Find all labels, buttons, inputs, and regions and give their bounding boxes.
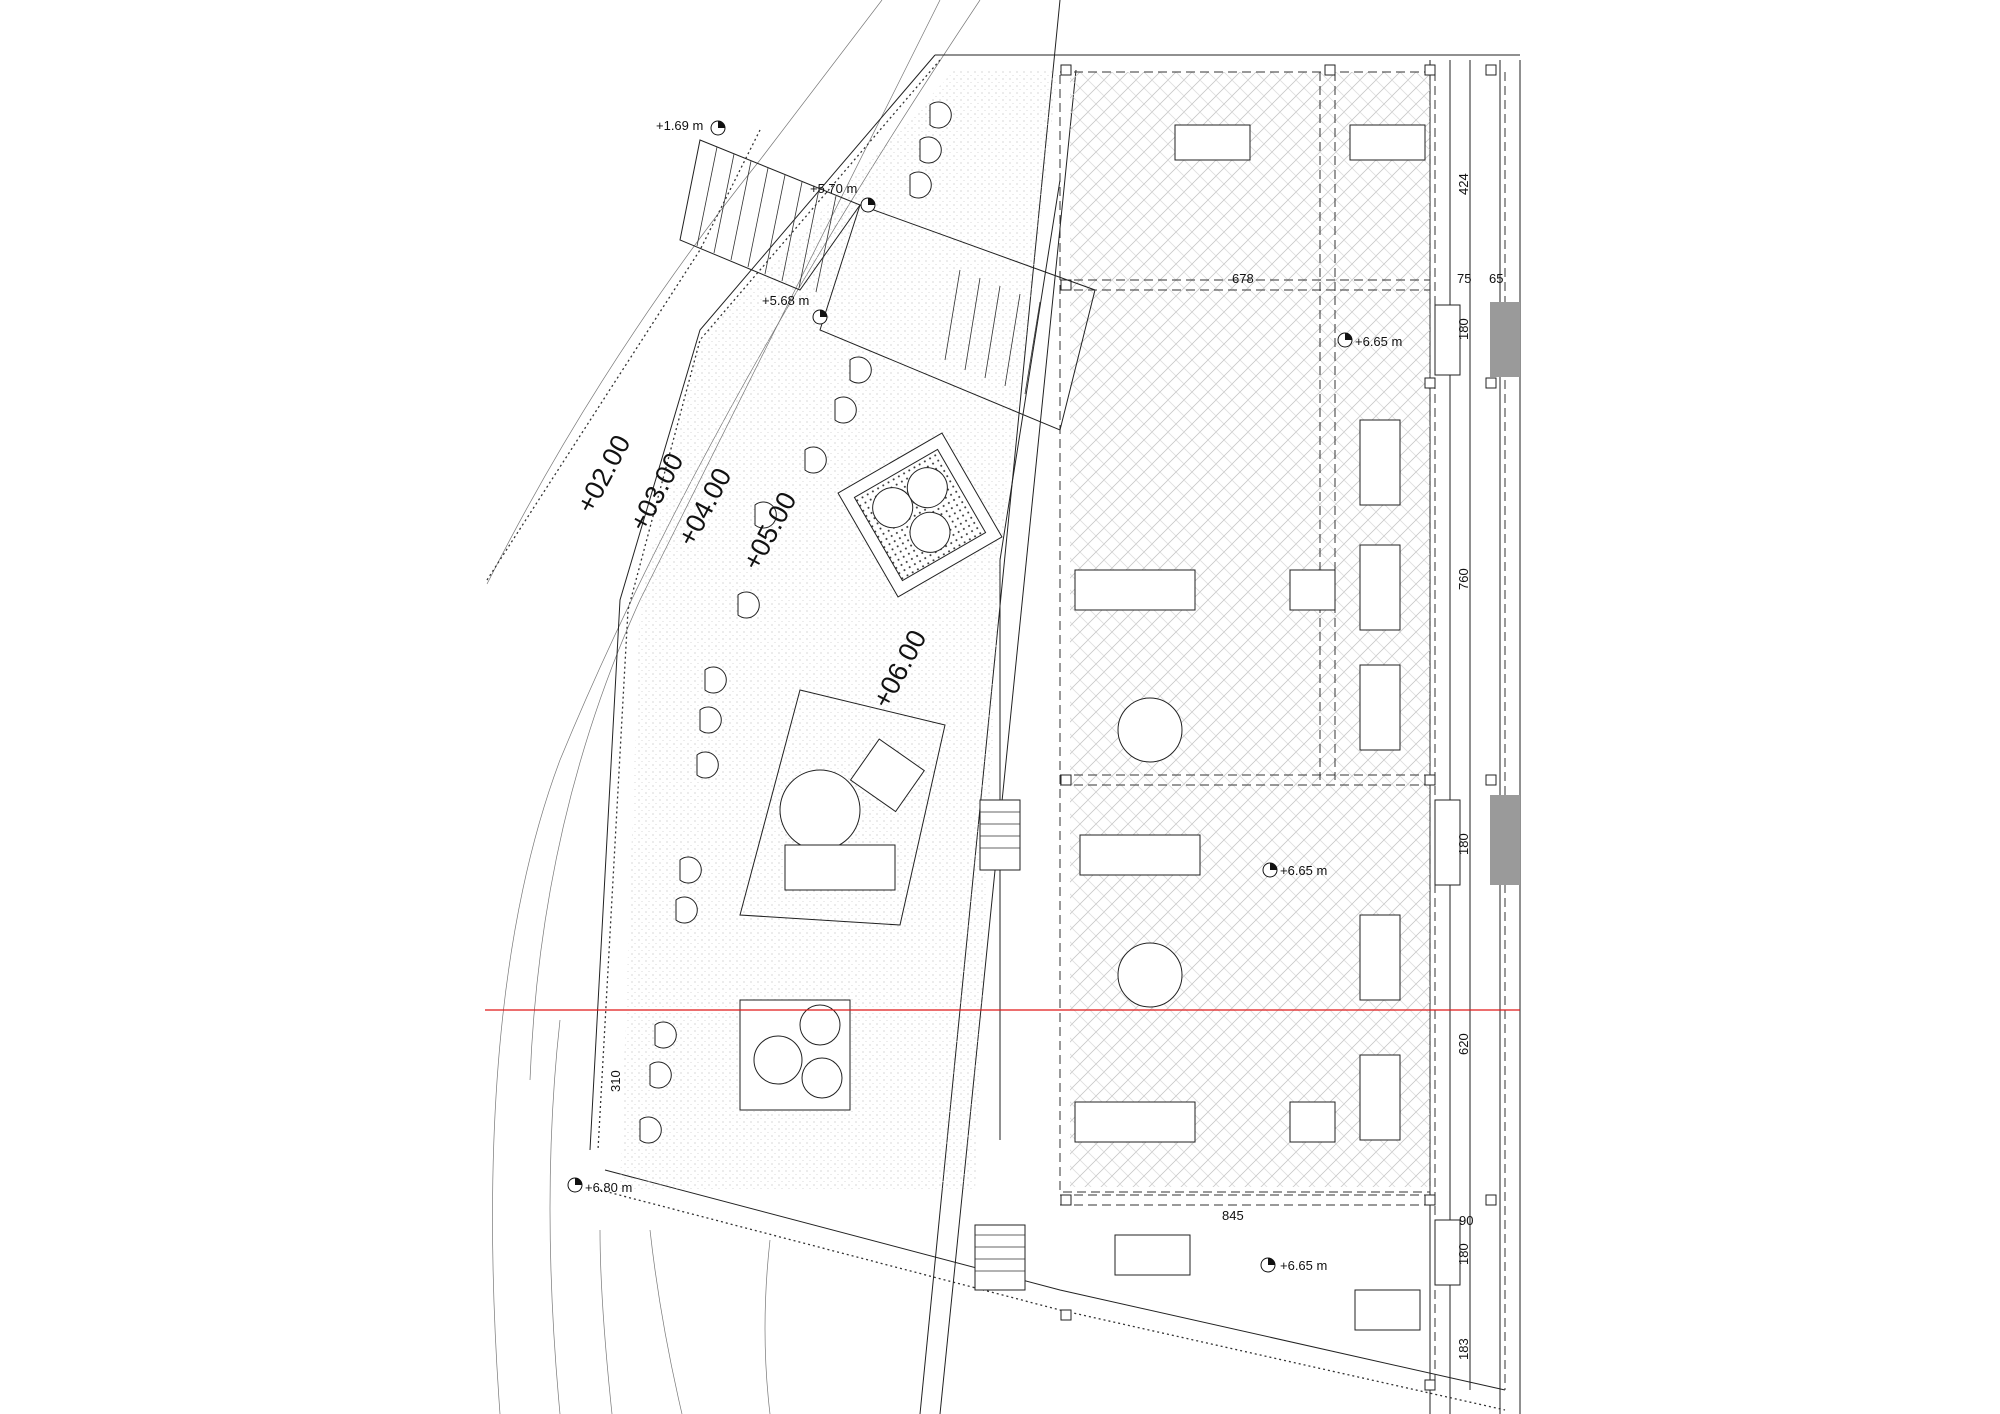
dimension-180-middle: 180 [1456, 833, 1471, 855]
svg-text:+6.80 m: +6.80 m [585, 1180, 632, 1195]
dimension-65: 65 [1489, 271, 1503, 286]
dimension-180-upper: 180 [1456, 318, 1471, 340]
svg-text:+6.65 m: +6.65 m [1280, 863, 1327, 878]
dimension-75: 75 [1457, 271, 1471, 286]
svg-text:+1.69 m: +1.69 m [656, 118, 703, 133]
elevation-markers: +1.69 m +5.70 m +5.68 m +6.65 m +6.65 m … [567, 118, 1402, 1273]
terrace-gravel [620, 70, 1058, 1190]
elevation-marker-3: +5.68 m [762, 293, 828, 325]
structural-columns [1060, 64, 1497, 1391]
dimension-183: 183 [1456, 1338, 1471, 1360]
wall-fill-upper [1490, 302, 1520, 377]
dimension-620: 620 [1456, 1033, 1471, 1055]
main-stair [679, 139, 1096, 431]
elevation-marker-2: +5.70 m [810, 181, 876, 213]
dimension-424: 424 [1456, 173, 1471, 195]
elevation-marker-6: +6.65 m [1260, 1257, 1327, 1273]
elevation-marker-7: +6.80 m [567, 1177, 632, 1195]
elevation-marker-4: +6.65 m [1337, 332, 1402, 349]
planter-upper [837, 432, 1003, 598]
dimension-760: 760 [1456, 568, 1471, 590]
planter-lower [739, 999, 851, 1111]
svg-text:+5.70 m: +5.70 m [810, 181, 857, 196]
svg-text:+6.65 m: +6.65 m [1355, 334, 1402, 349]
dimension-310: 310 [608, 1070, 623, 1092]
dimension-678: 678 [1232, 271, 1254, 286]
elevation-marker-5: +6.65 m [1262, 862, 1327, 878]
dimension-845: 845 [1222, 1208, 1244, 1223]
wall-fill-lower [1490, 795, 1520, 885]
mid-stair [979, 799, 1021, 871]
lounge-rug [739, 689, 946, 926]
lower-stair [974, 1224, 1026, 1291]
deck-furniture [1074, 124, 1461, 1331]
svg-text:+5.68 m: +5.68 m [762, 293, 809, 308]
elevation-marker-1: +1.69 m [656, 118, 726, 136]
parapet-chairs [639, 101, 952, 1144]
dimension-90: 90 [1459, 1213, 1473, 1228]
dimension-labels: 424 678 75 65 180 760 180 620 310 845 90… [608, 173, 1503, 1360]
contour-label-1: +02.00 [571, 430, 637, 518]
svg-text:+6.65 m: +6.65 m [1280, 1258, 1327, 1273]
dimension-180-lower: 180 [1456, 1243, 1471, 1265]
